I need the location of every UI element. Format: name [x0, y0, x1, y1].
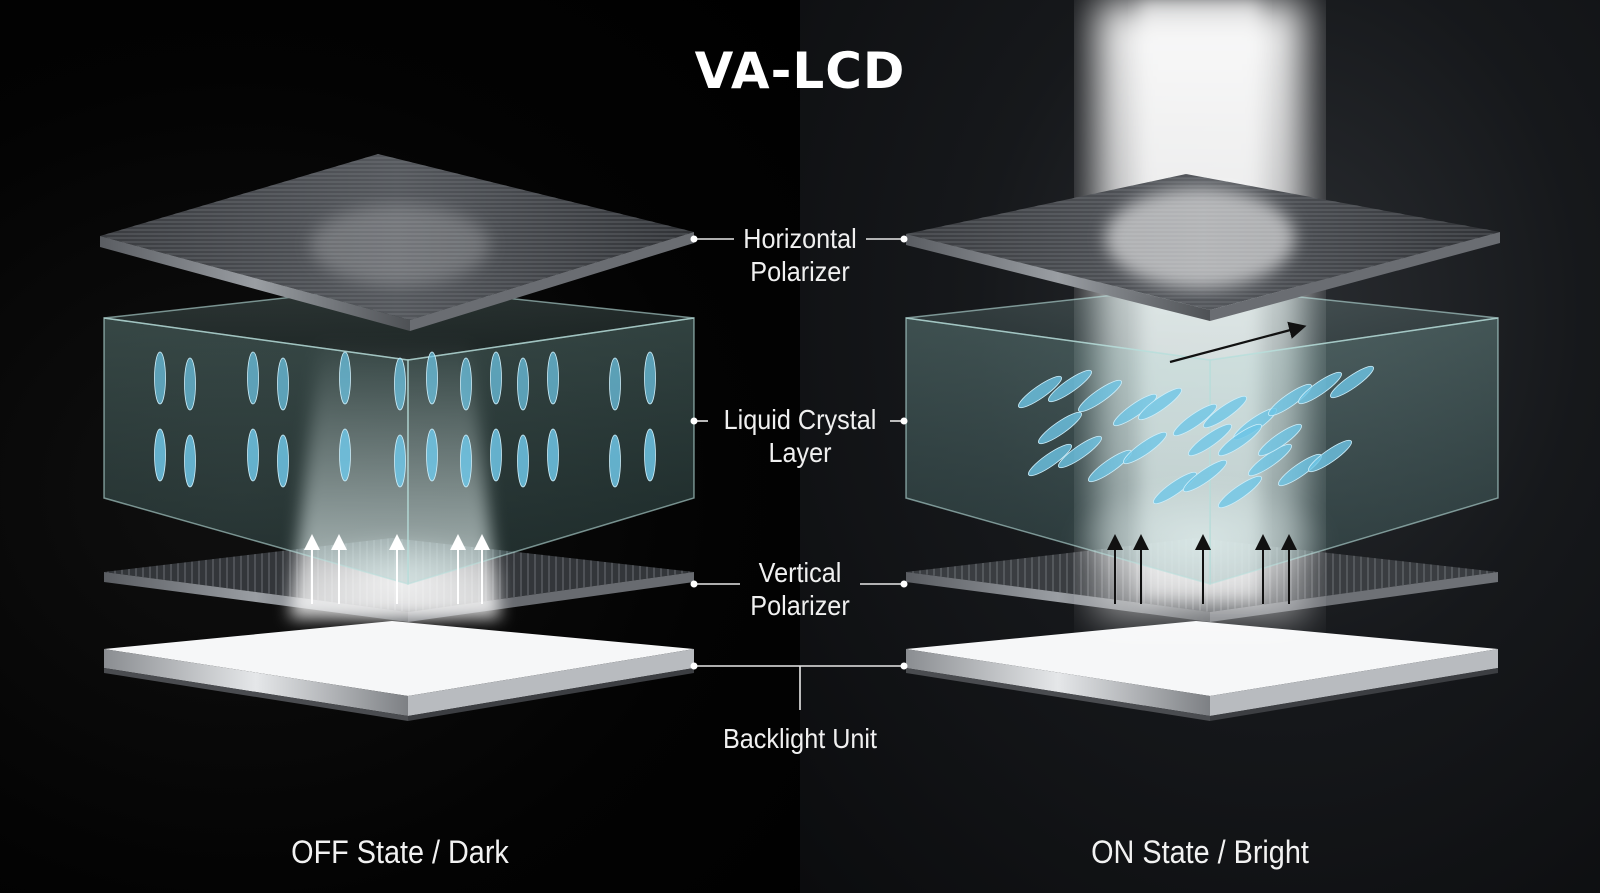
- crystal-molecule: [339, 428, 351, 482]
- crystal-molecule: [1058, 435, 1102, 469]
- off-light-arrows: [304, 534, 490, 604]
- crystal-molecule: [1048, 369, 1092, 403]
- crystal-molecule: [247, 351, 259, 405]
- crystal-molecule: [1203, 395, 1247, 429]
- crystal-molecule: [426, 351, 438, 405]
- crystal-molecule: [1308, 439, 1352, 473]
- on-backlight-unit: [906, 621, 1498, 721]
- crystal-molecule: [609, 434, 621, 488]
- crystal-molecule: [644, 351, 656, 405]
- crystal-molecule: [547, 351, 559, 405]
- crystal-molecule: [1153, 471, 1197, 505]
- crystal-molecule: [1330, 365, 1374, 399]
- on-light-arrows: [1107, 534, 1297, 604]
- crystal-molecule: [184, 434, 196, 488]
- off-crystal-molecules: [154, 351, 656, 488]
- vertical-polarizer-label: Vertical Polarizer: [750, 557, 850, 621]
- crystal-molecule: [1218, 475, 1262, 509]
- crystal-molecule: [1298, 371, 1342, 405]
- crystal-molecule: [1188, 423, 1232, 457]
- label-connectors: [690, 235, 908, 710]
- off-liquid-crystal-layer: [103, 285, 695, 586]
- off-backlight-unit: [104, 621, 694, 721]
- crystal-molecule: [394, 434, 406, 488]
- off-stack: [100, 154, 695, 721]
- crystal-molecule: [184, 357, 196, 411]
- crystal-molecule: [426, 428, 438, 482]
- crystal-molecule: [1138, 387, 1182, 421]
- crystal-molecule: [1218, 423, 1262, 457]
- crystal-molecule: [1038, 411, 1082, 445]
- crystal-molecule: [1173, 403, 1217, 437]
- crystal-molecule: [490, 351, 502, 405]
- crystal-molecule: [1028, 443, 1072, 477]
- crystal-molecule: [490, 428, 502, 482]
- on-state-label: ON State / Bright: [1091, 834, 1309, 870]
- crystal-molecule: [1123, 431, 1167, 465]
- on-stack: [905, 0, 1500, 721]
- crystal-molecule: [154, 351, 166, 405]
- crystal-molecule: [547, 428, 559, 482]
- crystal-molecule: [1258, 423, 1302, 457]
- on-horizontal-polarizer: [906, 174, 1500, 321]
- crystal-molecule: [339, 351, 351, 405]
- crystal-molecule: [1078, 379, 1122, 413]
- crystal-molecule: [277, 434, 289, 488]
- crystal-molecule: [394, 357, 406, 411]
- liquid-crystal-layer-label: Liquid Crystal Layer: [723, 404, 877, 468]
- on-crystal-molecules: [1018, 365, 1374, 509]
- page-title: VA-LCD: [694, 42, 906, 100]
- crystal-molecule: [154, 428, 166, 482]
- crystal-molecule: [1183, 459, 1227, 493]
- crystal-molecule: [1268, 383, 1312, 417]
- on-liquid-crystal-layer: [905, 285, 1499, 586]
- polarization-direction-arrow: [1169, 321, 1307, 364]
- horizontal-polarizer-label: Horizontal Polarizer: [743, 223, 857, 287]
- crystal-molecule: [460, 357, 472, 411]
- crystal-molecule: [1113, 393, 1157, 427]
- crystal-molecule: [460, 434, 472, 488]
- off-state-label: OFF State / Dark: [291, 834, 509, 870]
- crystal-molecule: [644, 428, 656, 482]
- crystal-molecule: [1018, 375, 1062, 409]
- crystal-molecule: [609, 357, 621, 411]
- crystal-molecule: [277, 357, 289, 411]
- backlight-unit-label: Backlight Unit: [722, 723, 878, 754]
- crystal-molecule: [247, 428, 259, 482]
- crystal-molecule: [1248, 443, 1292, 477]
- crystal-molecule: [517, 357, 529, 411]
- crystal-molecule: [517, 434, 529, 488]
- off-horizontal-polarizer: [100, 154, 694, 331]
